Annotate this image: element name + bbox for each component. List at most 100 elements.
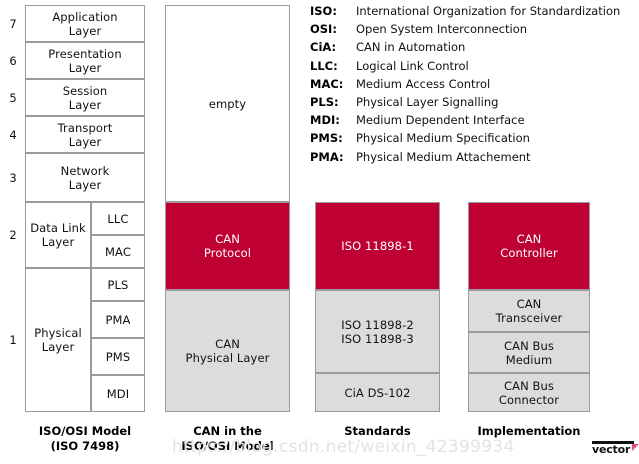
can-block-physical-layer-line1: CAN (215, 337, 240, 351)
legend-item-pms: PMS: Physical Medium Specification (310, 131, 635, 149)
legend-value-osi: Open System Interconnection (356, 22, 528, 37)
vector-logo-text: vector (592, 443, 631, 456)
implementation-block-can-bus-medium-line2: Medium (505, 352, 553, 367)
osi-layer-session-line1: Session (62, 83, 108, 98)
osi-layer-transport-line2: Layer (68, 134, 102, 149)
legend-key-pma: PMA: (310, 149, 344, 164)
osi-layer-session[interactable]: Session Layer (25, 79, 145, 116)
osi-sublayer-pma[interactable]: PMA (91, 301, 145, 338)
implementation-block-can-transceiver[interactable]: CAN Transceiver (468, 290, 590, 332)
osi-layer-network[interactable]: Network Layer (25, 153, 145, 202)
caption-can-in-iso-osi-model-line2: ISO/OSI Model (181, 439, 274, 453)
legend-value-mdi: Medium Dependent Interface (356, 113, 525, 128)
legend-item-cia: CiA: CAN in Automation (310, 40, 635, 58)
caption-can-in-iso-osi-model: CAN in the ISO/OSI Model (163, 424, 292, 454)
standards-block-iso-11898-2-3[interactable]: ISO 11898-2 ISO 11898-3 (315, 290, 440, 373)
implementation-block-can-bus-medium[interactable]: CAN Bus Medium (468, 332, 590, 373)
implementation-block-can-transceiver-line1: CAN (516, 297, 542, 311)
caption-iso-osi-model-line1: ISO/OSI Model (38, 424, 132, 438)
layer-number-4: 4 (9, 127, 17, 142)
standards-block-cia-ds-102-line1: CiA DS-102 (344, 385, 411, 400)
can-block-protocol[interactable]: CAN Protocol (165, 202, 290, 290)
can-block-empty[interactable]: empty (165, 5, 290, 202)
standards-block-cia-ds-102[interactable]: CiA DS-102 (315, 373, 440, 412)
osi-sublayer-llc[interactable]: LLC (91, 202, 145, 235)
osi-layer-data-link[interactable]: Data Link Layer (25, 202, 91, 268)
can-block-protocol-line1: CAN (215, 232, 240, 246)
csdn-watermark: https://blog.csdn.net/weixin_42399934 (172, 437, 515, 457)
osi-sublayer-pms[interactable]: PMS (91, 338, 145, 375)
osi-layer-application-line1: Application (52, 9, 118, 24)
osi-layer-data-link-line2: Layer (41, 235, 75, 249)
osi-sublayer-mdi[interactable]: MDI (91, 375, 145, 412)
legend-value-pms: Physical Medium Specification (356, 131, 530, 146)
implementation-block-can-controller-line1: CAN (516, 232, 542, 246)
osi-layer-application-line2: Layer (68, 23, 102, 38)
caption-iso-osi-model: ISO/OSI Model (ISO 7498) (18, 424, 152, 454)
legend-value-llc: Logical Link Control (356, 58, 469, 73)
osi-layer-physical[interactable]: Physical Layer (25, 268, 91, 412)
osi-sublayer-mac[interactable]: MAC (91, 235, 145, 268)
legend-key-pms: PMS: (310, 131, 343, 146)
can-block-protocol-line2: Protocol (203, 246, 252, 260)
legend-key-iso: ISO: (310, 4, 337, 18)
implementation-block-can-controller-line2: Controller (500, 246, 558, 260)
abbreviation-legend: ISO: International Organization for Stan… (310, 4, 635, 168)
layer-number-2: 2 (9, 228, 17, 242)
legend-key-cia: CiA: (310, 40, 337, 55)
layer-number-7: 7 (9, 16, 17, 31)
can-block-physical-layer-line2: Physical Layer (185, 351, 270, 365)
legend-value-pma: Physical Medium Attachement (356, 149, 531, 164)
caption-can-in-iso-osi-model-line1: CAN in the (193, 424, 262, 438)
legend-key-mdi: MDI: (310, 113, 340, 128)
legend-key-mac: MAC: (310, 76, 344, 91)
standards-block-iso-11898-1[interactable]: ISO 11898-1 (315, 202, 440, 290)
standards-block-iso-11898-1-line1: ISO 11898-1 (341, 239, 414, 253)
vector-logo-bar (592, 441, 634, 444)
caption-implementation: Implementation (466, 424, 592, 439)
osi-layer-transport[interactable]: Transport Layer (25, 116, 145, 153)
implementation-block-can-bus-connector-line2: Connector (498, 392, 560, 407)
osi-layer-presentation-line1: Presentation (48, 46, 122, 61)
layer-number-5: 5 (9, 90, 17, 105)
osi-layer-network-line2: Layer (68, 177, 102, 192)
legend-key-pls: PLS: (310, 94, 339, 109)
legend-value-pls: Physical Layer Signalling (356, 94, 499, 109)
layer-number-3: 3 (9, 170, 17, 185)
osi-layer-network-line1: Network (60, 163, 110, 178)
osi-layer-physical-line1: Physical (34, 326, 82, 340)
legend-item-llc: LLC: Logical Link Control (310, 59, 635, 77)
osi-layer-application[interactable]: Application Layer (25, 5, 145, 42)
legend-item-mac: MAC: Medium Access Control (310, 77, 635, 95)
osi-sublayer-pls[interactable]: PLS (91, 268, 145, 301)
osi-layer-physical-line2: Layer (41, 340, 75, 354)
osi-layer-session-line2: Layer (68, 97, 102, 112)
caption-standards: Standards (313, 424, 442, 439)
legend-item-iso: ISO: International Organization for Stan… (310, 4, 635, 22)
caption-iso-osi-model-line2: (ISO 7498) (50, 439, 120, 453)
implementation-block-can-bus-medium-line1: CAN Bus (503, 338, 555, 353)
implementation-block-can-bus-connector[interactable]: CAN Bus Connector (468, 373, 590, 412)
legend-item-pls: PLS: Physical Layer Signalling (310, 95, 635, 113)
osi-layer-presentation[interactable]: Presentation Layer (25, 42, 145, 79)
implementation-block-can-controller[interactable]: CAN Controller (468, 202, 590, 290)
standards-block-iso-11898-3: ISO 11898-3 (341, 331, 414, 346)
layer-number-1: 1 (9, 333, 17, 347)
can-block-physical-layer[interactable]: CAN Physical Layer (165, 290, 290, 412)
vector-logo: vector (592, 441, 639, 456)
caption-standards-line1: Standards (344, 424, 411, 438)
standards-block-iso-11898-2: ISO 11898-2 (341, 317, 414, 332)
can-block-empty-line1: empty (208, 96, 247, 111)
legend-key-llc: LLC: (310, 58, 338, 73)
implementation-block-can-transceiver-line2: Transceiver (495, 311, 563, 325)
implementation-block-can-bus-connector-line1: CAN Bus (503, 378, 555, 393)
osi-layer-transport-line1: Transport (57, 120, 113, 135)
legend-key-osi: OSI: (310, 22, 337, 37)
legend-item-osi: OSI: Open System Interconnection (310, 22, 635, 40)
legend-value-iso: International Organization for Standardi… (356, 4, 621, 18)
osi-layer-data-link-line1: Data Link (30, 221, 86, 235)
legend-item-mdi: MDI: Medium Dependent Interface (310, 113, 635, 131)
osi-layer-presentation-line2: Layer (68, 60, 102, 75)
layer-number-6: 6 (9, 53, 17, 68)
